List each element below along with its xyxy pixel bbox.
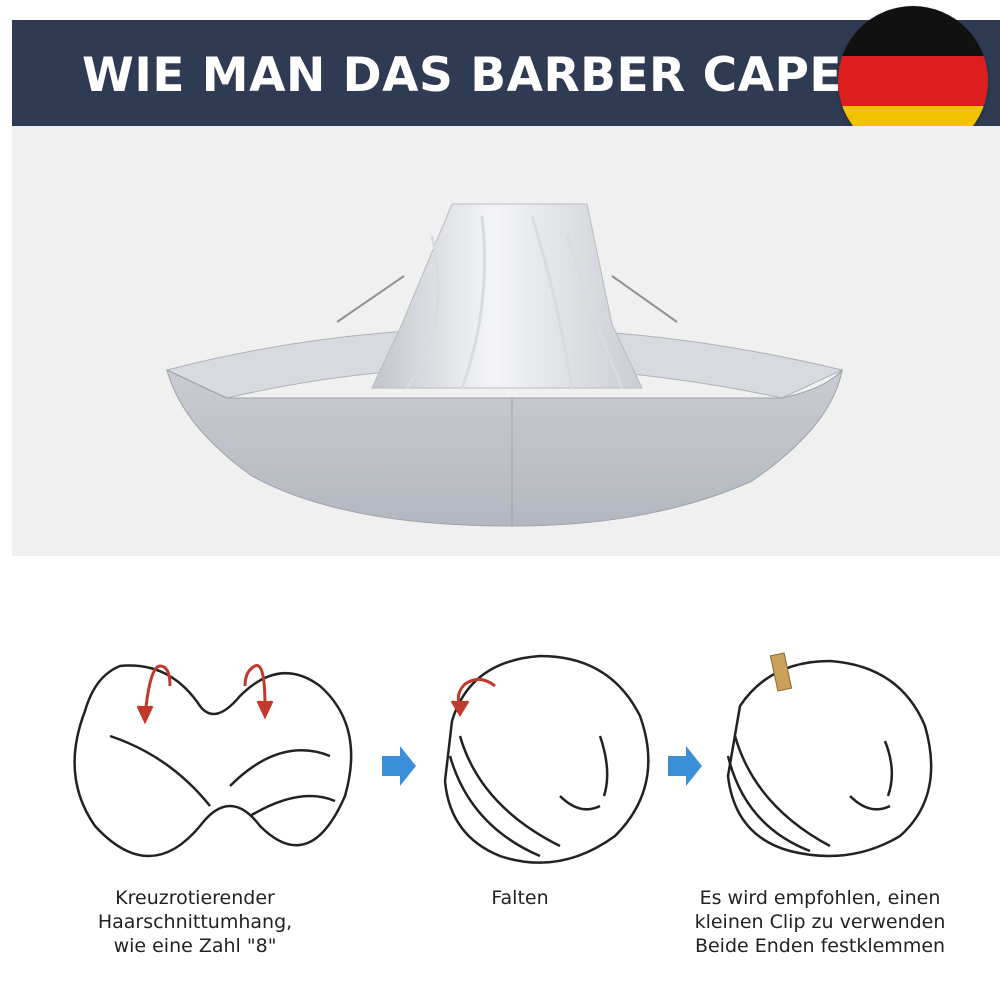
flag-stripe-red [838, 56, 988, 106]
cape-photo [12, 126, 1000, 556]
step2-folded [443, 654, 650, 864]
step3-caption-line-3: Beide Enden festklemmen [694, 935, 946, 957]
step2-caption-line-1: Falten [491, 887, 549, 909]
folding-illustration [73, 652, 933, 864]
step2-caption: Falten [440, 886, 600, 910]
step1-caption-line-1: Kreuzrotierender [115, 887, 275, 909]
step1-figure-eight [73, 664, 353, 858]
step-arrow-1-icon [382, 746, 416, 786]
banner-title: WIE MAN DAS BARBER CAPE FAL [82, 48, 954, 103]
step1-caption: Kreuzrotierender Haarschnittumhang, wie … [70, 886, 320, 958]
barber-cape-image [165, 203, 844, 527]
step-arrow-2-icon [668, 746, 702, 786]
clip-icon [769, 652, 793, 692]
step2-rotation-arrow [450, 678, 496, 717]
flag-stripe-black [838, 6, 988, 56]
step3-clipped [726, 659, 933, 858]
folding-steps: Kreuzrotierender Haarschnittumhang, wie … [0, 556, 1000, 1000]
step1-caption-line-3: wie eine Zahl "8" [113, 935, 277, 957]
step1-caption-line-2: Haarschnittumhang, [97, 911, 293, 933]
step3-caption: Es wird empfohlen, einen kleinen Clip zu… [660, 886, 980, 958]
step3-caption-line-1: Es wird empfohlen, einen [699, 887, 941, 909]
title-banner [12, 20, 1000, 126]
step1-rotation-arrows [136, 664, 274, 725]
step3-caption-line-2: kleinen Clip zu verwenden [694, 911, 946, 933]
